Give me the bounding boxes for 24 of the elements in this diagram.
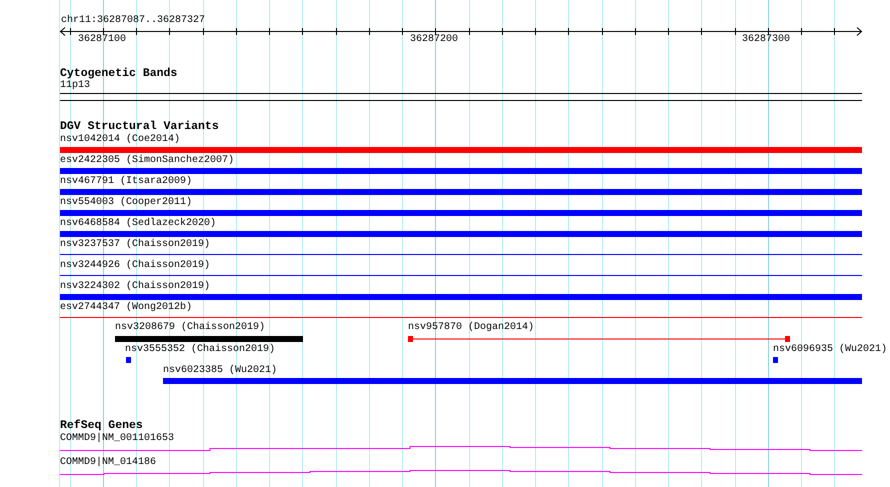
variant-label: esv2744347 (Wong2012b) (60, 302, 192, 313)
transcript-label: COMMD9|NM_001101653 (60, 433, 174, 444)
variant-label: nsv957870 (Dogan2014) (408, 322, 534, 333)
variant-label: nsv554003 (Cooper2011) (60, 197, 192, 208)
variant-label: nsv6468584 (Sedlazeck2020) (60, 218, 216, 229)
variant-label: nsv3244926 (Chaisson2019) (60, 260, 210, 271)
tick-label: 36287300 (742, 34, 790, 45)
track-title: Cytogenetic Bands (60, 68, 178, 80)
location-label: chr11:36287087..36287327 (61, 15, 206, 26)
variant-label: nsv6096935 (Wu2021) (773, 344, 888, 355)
variant-label: nsv3224302 (Chaisson2019) (60, 281, 210, 292)
tick-label: 36287200 (410, 34, 458, 45)
track-title: RefSeq Genes (60, 420, 143, 432)
variant-label: nsv3555352 (Chaisson2019) (125, 344, 276, 355)
variant-label: esv2422305 (SimonSanchez2007) (60, 155, 234, 166)
variant-label: nsv1042014 (Coe2014) (60, 134, 180, 145)
variant-label: nsv6023385 (Wu2021) (163, 365, 278, 376)
tick-label: 36287100 (78, 34, 126, 45)
variant-label: nsv467791 (Itsara2009) (60, 176, 192, 187)
variant-label: nsv3208679 (Chaisson2019) (115, 322, 266, 333)
variant-label: nsv3237537 (Chaisson2019) (60, 239, 210, 250)
track-title: DGV Structural Variants (60, 121, 219, 133)
transcript-label: COMMD9|NM_014186 (60, 457, 156, 468)
band-label: 11p13 (60, 80, 90, 91)
